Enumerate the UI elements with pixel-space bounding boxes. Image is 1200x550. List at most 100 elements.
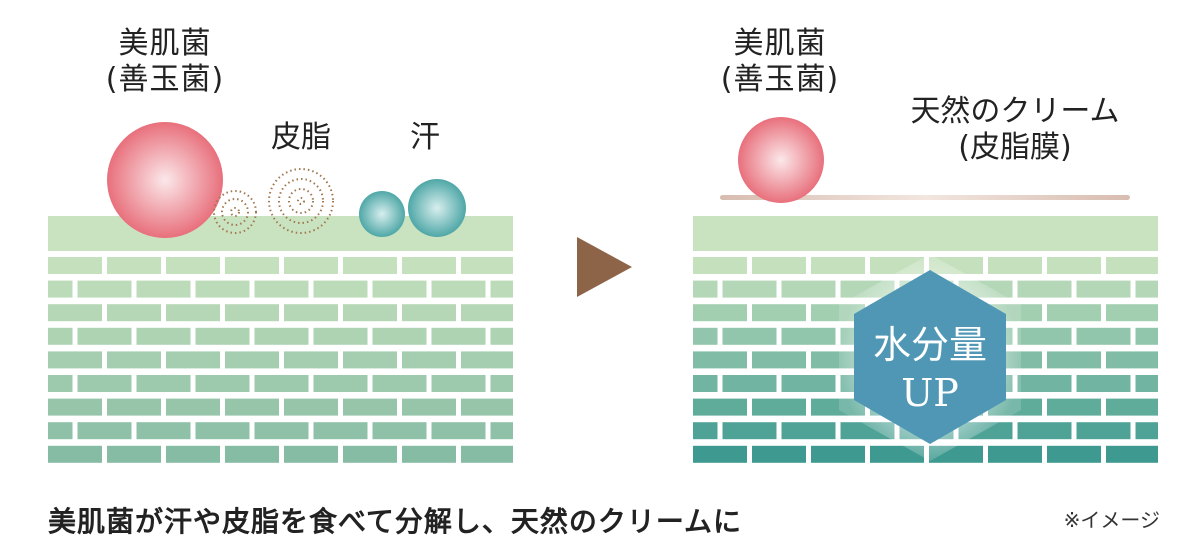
right-brick-r3-c1 [722, 327, 777, 345]
sweat-label: 汗 [410, 120, 440, 155]
left-brick-r8-c5 [343, 445, 397, 463]
left-brick-r7-c6 [372, 422, 427, 440]
left-brick-r3-c2 [136, 327, 191, 345]
left-brick-r0-c5 [343, 257, 397, 274]
cream-film-line [720, 195, 1130, 200]
right-brick-r6-c1 [752, 398, 806, 416]
left-brick-r2-c4 [284, 304, 338, 322]
right-brick-r0-c6 [1047, 257, 1101, 274]
right-bacteria-label: 美肌菌 (善玉菌) [705, 26, 855, 98]
left-brick-r0-c2 [166, 257, 220, 274]
right-brick-r8-c5 [988, 445, 1042, 463]
right-brick-r0-c7 [1106, 257, 1158, 274]
badge-text-moisture: 水分量 [872, 323, 987, 367]
left-brick-r2-c2 [166, 304, 220, 322]
right-bacteria-circle [738, 117, 824, 203]
right-brick-r3-c6 [1017, 327, 1072, 345]
left-bacteria-label: 美肌菌 (善玉菌) [90, 26, 240, 98]
left-brick-r2-c6 [402, 304, 456, 322]
left-brick-r1-c3 [195, 280, 250, 298]
left-brick-r3-c7 [431, 327, 486, 345]
left-brick-r8-c1 [107, 445, 161, 463]
diagram-caption: 美肌菌が汗や皮脂を食べて分解し、天然のクリームに [48, 505, 743, 538]
left-brick-r6-c0 [48, 398, 102, 416]
left-brick-r5-c8 [490, 375, 513, 392]
right-brick-r7-c7 [1076, 422, 1131, 440]
left-brick-layer [48, 257, 513, 463]
right-brick-r6-c6 [1047, 398, 1101, 416]
left-brick-r1-c2 [136, 280, 191, 298]
right-brick-r2-c1 [752, 304, 806, 322]
right-brick-r8-c2 [811, 445, 865, 463]
left-brick-r7-c5 [313, 422, 368, 440]
right-skin-top-layer [693, 216, 1158, 251]
right-brick-r5-c2 [781, 375, 836, 392]
right-brick-r8-c6 [1047, 445, 1101, 463]
left-brick-r4-c6 [402, 351, 456, 369]
right-brick-r0-c0 [693, 257, 747, 274]
left-brick-r5-c4 [254, 375, 309, 392]
left-brick-r4-c0 [48, 351, 102, 369]
left-brick-r6-c4 [284, 398, 338, 416]
sebum-label: 皮脂 [271, 120, 331, 155]
left-brick-r5-c5 [313, 375, 368, 392]
left-brick-r0-c3 [225, 257, 279, 274]
left-brick-r7-c7 [431, 422, 486, 440]
left-brick-r6-c7 [461, 398, 513, 416]
left-brick-r0-c1 [107, 257, 161, 274]
left-bacteria-name: 美肌菌 [118, 26, 212, 61]
right-brick-r1-c8 [1135, 280, 1158, 298]
image-note: ※イメージ [1063, 508, 1160, 532]
left-brick-r4-c5 [343, 351, 397, 369]
right-brick-r7-c1 [722, 422, 777, 440]
left-bacteria-type: (善玉菌) [105, 62, 225, 97]
right-brick-r7-c6 [1017, 422, 1072, 440]
cream-label: 天然のクリーム (皮脂膜) [895, 94, 1135, 166]
left-brick-r1-c8 [490, 280, 513, 298]
transition-arrow-icon [577, 237, 632, 297]
left-brick-r4-c3 [225, 351, 279, 369]
left-brick-r8-c0 [48, 445, 102, 463]
right-brick-r7-c0 [693, 422, 718, 440]
right-brick-r2-c0 [693, 304, 747, 322]
right-brick-r2-c6 [1047, 304, 1101, 322]
left-brick-r7-c1 [77, 422, 132, 440]
left-brick-r3-c4 [254, 327, 309, 345]
left-brick-r3-c8 [490, 327, 513, 345]
sebum-large-dots [268, 168, 334, 234]
left-brick-r1-c1 [77, 280, 132, 298]
right-brick-r4-c0 [693, 351, 747, 369]
left-brick-r1-c4 [254, 280, 309, 298]
left-brick-r8-c7 [461, 445, 513, 463]
left-brick-r6-c6 [402, 398, 456, 416]
left-brick-r0-c4 [284, 257, 338, 274]
right-brick-r0-c1 [752, 257, 806, 274]
left-brick-r1-c0 [48, 280, 73, 298]
right-brick-r5-c6 [1017, 375, 1072, 392]
right-brick-r7-c2 [781, 422, 836, 440]
right-brick-r3-c0 [693, 327, 718, 345]
right-brick-r1-c2 [781, 280, 836, 298]
left-brick-r6-c2 [166, 398, 220, 416]
right-bacteria-name: 美肌菌 [733, 26, 827, 61]
right-bacteria-type: (善玉菌) [720, 62, 840, 97]
left-brick-r7-c4 [254, 422, 309, 440]
left-brick-r8-c2 [166, 445, 220, 463]
left-brick-r4-c4 [284, 351, 338, 369]
moisture-up-badge: 水分量 UP [840, 322, 1020, 417]
right-brick-r5-c7 [1076, 375, 1131, 392]
left-brick-r2-c0 [48, 304, 102, 322]
left-brick-r7-c3 [195, 422, 250, 440]
right-brick-r5-c8 [1135, 375, 1158, 392]
right-brick-r0-c5 [988, 257, 1042, 274]
left-brick-r5-c3 [195, 375, 250, 392]
left-brick-r2-c3 [225, 304, 279, 322]
left-brick-r0-c0 [48, 257, 102, 274]
left-brick-r3-c1 [77, 327, 132, 345]
right-brick-r1-c7 [1076, 280, 1131, 298]
right-brick-r3-c7 [1076, 327, 1131, 345]
left-brick-r3-c6 [372, 327, 427, 345]
left-brick-r0-c7 [461, 257, 513, 274]
right-brick-r8-c1 [752, 445, 806, 463]
